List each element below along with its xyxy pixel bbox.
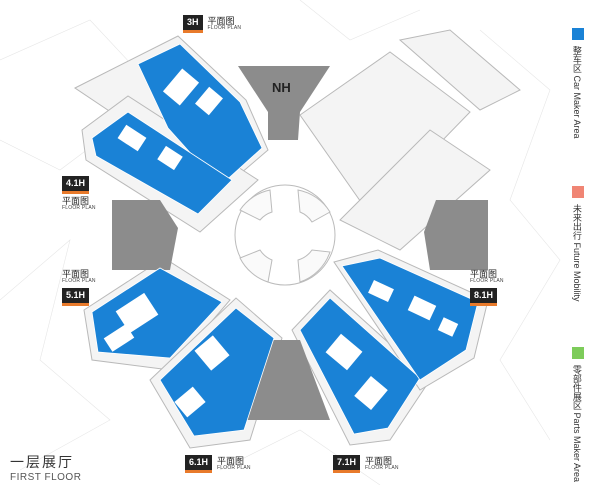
legend-car-maker-cn: 整车区 bbox=[571, 46, 582, 73]
swatch-future-mobility bbox=[572, 186, 584, 198]
hall-label-7-1h: 7.1H 平面图 FLOOR PLAN bbox=[333, 455, 399, 473]
legend-future-mobility-cn: 未来出行 bbox=[571, 204, 582, 240]
hall-en-5-1h: FLOOR PLAN bbox=[62, 278, 96, 285]
hall-ne-a-outline[interactable] bbox=[299, 51, 471, 216]
hall-cn-8-1h: 平面图 bbox=[470, 269, 498, 279]
hall-ne-c-outline[interactable] bbox=[398, 29, 521, 111]
floor-caption-en: FIRST FLOOR bbox=[10, 472, 82, 483]
legend-parts-maker-cn: 零部件展区 bbox=[571, 365, 582, 410]
hall-ne-b-outline[interactable] bbox=[339, 129, 491, 251]
hall-en-4-1h: FLOOR PLAN bbox=[62, 205, 96, 212]
legend-future-mobility-en: Future Mobility bbox=[571, 242, 582, 302]
hall-cn-7-1h: 平面图 bbox=[365, 455, 393, 466]
hall-badge-5-1h: 5.1H bbox=[62, 287, 90, 306]
legend-future-mobility: 未来出行 Future Mobility bbox=[563, 186, 593, 302]
booths bbox=[103, 68, 459, 418]
hall-cn-5-1h: 平面图 bbox=[62, 269, 90, 279]
hall-label-3h: 3H 平面图 FLOOR PLAN bbox=[183, 15, 241, 33]
hall-cn-3h: 平面图 bbox=[207, 15, 235, 26]
hall-en-8-1h: FLOOR PLAN bbox=[470, 278, 504, 285]
nh-label: NH bbox=[272, 80, 291, 95]
area-7-1h[interactable] bbox=[299, 297, 421, 435]
hall-en-3h: FLOOR PLAN bbox=[207, 25, 242, 32]
legend-parts-maker-en: Parts Maker Area bbox=[571, 412, 582, 483]
legend-car-maker: 整车区 Car Maker Area bbox=[563, 28, 593, 139]
legend-parts-maker: 零部件展区 Parts Maker Area bbox=[563, 347, 593, 482]
hall-badge-8-1h: 8.1H bbox=[470, 287, 498, 306]
hall-en-7-1h: FLOOR PLAN bbox=[365, 465, 399, 472]
hall-label-6-1h: 6.1H 平面图 FLOOR PLAN bbox=[185, 455, 251, 473]
hall-badge-4-1h: 4.1H bbox=[62, 176, 90, 194]
floor-caption: 一层展厅 FIRST FLOOR bbox=[10, 452, 81, 483]
area-3h[interactable] bbox=[137, 43, 263, 187]
hall-label-5-1h: 平面图 FLOOR PLAN 5.1H bbox=[62, 269, 96, 306]
hall-en-6-1h: FLOOR PLAN bbox=[217, 465, 251, 472]
hall-label-4-1h: 4.1H 平面图 FLOOR PLAN bbox=[62, 176, 96, 212]
swatch-car-maker bbox=[572, 28, 584, 40]
central-plaza bbox=[234, 184, 336, 286]
hall-cn-4-1h: 平面图 bbox=[62, 196, 90, 206]
hall-badge-3h: 3H bbox=[183, 15, 203, 33]
hall-label-8-1h: 平面图 FLOOR PLAN 8.1H bbox=[470, 269, 504, 306]
legend-car-maker-en: Car Maker Area bbox=[571, 75, 582, 139]
hall-badge-6-1h: 6.1H bbox=[185, 455, 213, 473]
hall-badge-7-1h: 7.1H bbox=[333, 455, 361, 473]
hall-cn-6-1h: 平面图 bbox=[217, 455, 245, 466]
swatch-parts-maker bbox=[572, 347, 584, 359]
floor-caption-cn: 一层展厅 bbox=[10, 454, 74, 470]
